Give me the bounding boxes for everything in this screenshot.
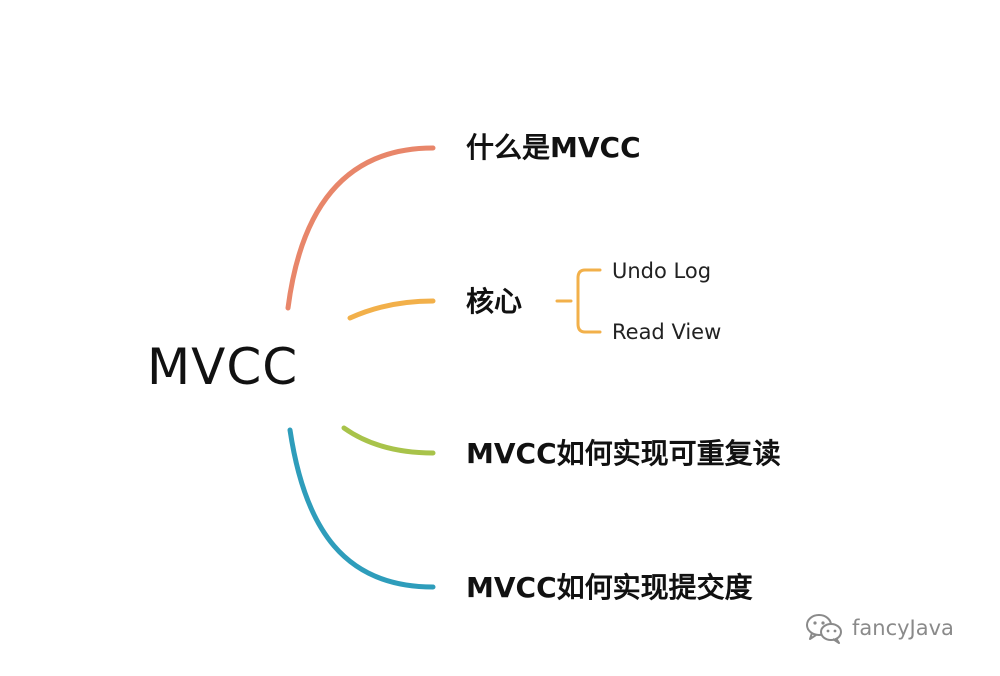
connector-branch-3 bbox=[341, 425, 436, 456]
branch-what-is-mvcc: 什么是MVCC bbox=[466, 131, 641, 164]
bracket-core bbox=[555, 268, 602, 334]
connector-branch-1 bbox=[285, 145, 436, 311]
branch-repeatable-read: MVCC如何实现可重复读 bbox=[466, 437, 781, 470]
wechat-icon bbox=[804, 612, 844, 644]
watermark: fancyJava bbox=[804, 612, 954, 644]
root-node-title: MVCC bbox=[147, 338, 299, 396]
watermark-text: fancyJava bbox=[852, 616, 954, 640]
leaf-undo-log: Undo Log bbox=[612, 259, 712, 283]
branch-read-committed: MVCC如何实现提交度 bbox=[466, 571, 753, 604]
branch-core: 核心 bbox=[466, 285, 523, 318]
connector-branch-4 bbox=[287, 427, 436, 590]
connector-branch-2 bbox=[347, 298, 436, 321]
leaf-read-view: Read View bbox=[612, 320, 722, 344]
